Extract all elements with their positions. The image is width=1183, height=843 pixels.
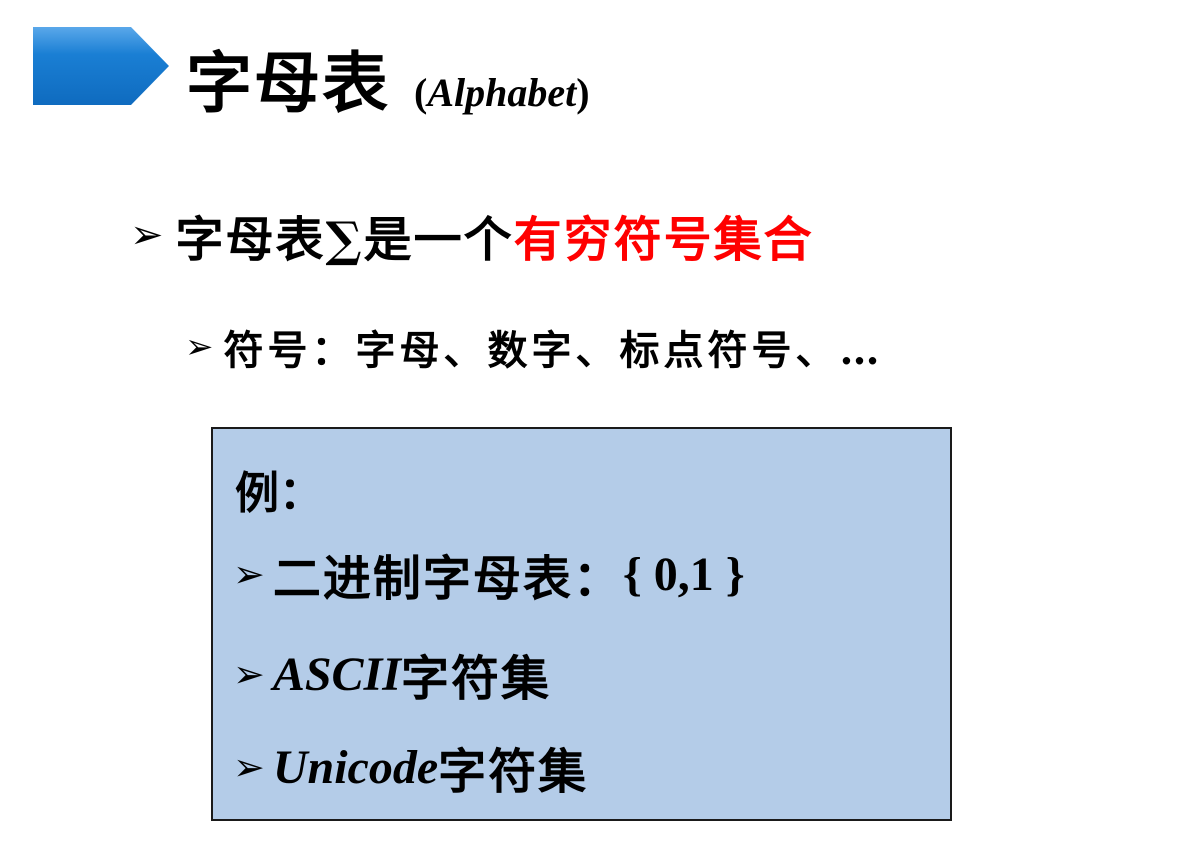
title-paren-open: ( [414,70,428,115]
example-item-unicode: ➢ Unicode 字符集 [233,732,588,802]
title-paren-close: ) [576,70,590,115]
definition-highlight: 有穷符号集合 [513,212,814,268]
symbols-text: 符号：字母、数字、标点符号、… [223,327,884,374]
bullet-arrow-icon: ➢ [233,745,267,789]
example-box: 例： ➢ 二进制字母表： { 0,1 } ➢ ASCII 字符集 ➢ Unico… [211,427,952,821]
example-item-ascii: ➢ ASCII 字符集 [233,639,551,709]
title-arrow-icon [33,27,169,105]
example-ascii-name: ASCII [272,647,401,701]
definition-text: 字母表∑是一个 [175,212,514,268]
example-item-binary: ➢ 二进制字母表： { 0,1 } [233,539,745,609]
bullet-arrow-icon: ➢ [185,327,218,367]
title-chinese: 字母表 [186,45,390,122]
example-binary-set: { 0,1 } [622,547,745,601]
example-ascii-suffix: 字符集 [400,651,551,707]
bullet-symbols: ➢ 符号：字母、数字、标点符号、… [185,318,884,376]
bullet-arrow-icon: ➢ [233,552,267,596]
slide-title: 字母表 (Alphabet) [186,30,590,122]
title-english: (Alphabet) [414,69,590,116]
bullet-definition: ➢ 字母表∑是一个 有穷符号集合 [130,200,814,270]
title-english-word: Alphabet [427,70,577,115]
example-unicode-name: Unicode [272,740,439,794]
example-unicode-suffix: 字符集 [438,744,589,800]
example-binary-label: 二进制字母表： [272,551,623,607]
bullet-arrow-icon: ➢ [130,212,166,258]
bullet-arrow-icon: ➢ [233,652,267,696]
example-heading: 例： [235,468,323,519]
